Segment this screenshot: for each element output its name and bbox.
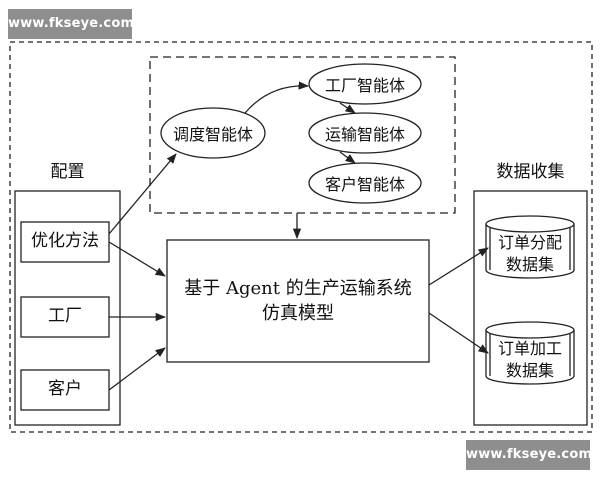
config-panel (14, 190, 121, 426)
model-title-line2: 仿真模型 (262, 303, 334, 324)
db1-line2: 数据集 (505, 255, 554, 274)
outer-dashed-frame (9, 41, 593, 433)
agent-group-frame (149, 56, 456, 214)
arrow-optimization-to-model (108, 241, 166, 277)
watermark-top: www.fkseye.com (8, 9, 134, 39)
config-item-customer: 客户 (48, 379, 82, 400)
db2-line2: 数据集 (505, 361, 554, 380)
transport-agent-ellipse (308, 112, 422, 154)
db1-label: 订单分配 数据集 (486, 232, 574, 276)
model-label: 基于 Agent 的生产运输系统 仿真模型 (167, 240, 429, 362)
db1-line1: 订单分配 (497, 233, 562, 253)
db2-cylinder (485, 321, 575, 385)
arrow-model-to-db2 (428, 312, 489, 354)
config-item-optimization: 优化方法 (31, 231, 99, 252)
dispatch-agent: 调度智能体 (172, 125, 253, 144)
arrow-transport-to-customer (339, 151, 356, 164)
transport-agent: 运输智能体 (324, 125, 405, 144)
db1-cylinder (485, 215, 575, 279)
arrow-factory-to-transport (339, 102, 356, 114)
db2-label: 订单加工 数据集 (486, 338, 574, 382)
config-item-optimization-box (20, 221, 110, 263)
watermark-bottom: www.fkseye.com (466, 440, 592, 470)
dispatch-agent-ellipse (160, 107, 266, 159)
collection-panel (473, 190, 588, 426)
config-item-factory: 工厂 (48, 306, 82, 327)
factory-agent: 工厂智能体 (324, 76, 405, 95)
model-box (166, 239, 430, 363)
customer-agent: 客户智能体 (324, 175, 405, 194)
customer-agent-ellipse (308, 162, 422, 204)
arrow-model-to-db1 (428, 247, 489, 286)
arrow-optimization-to-dispatch (108, 153, 177, 235)
db2-line1: 订单加工 (497, 339, 562, 359)
config-item-factory-box (20, 296, 110, 338)
arrow-customer-to-model (108, 347, 166, 391)
model-title-line1: 基于 Agent 的生产运输系统 (184, 277, 412, 299)
collection-title: 数据收集 (496, 162, 565, 182)
config-title: 配置 (50, 162, 85, 182)
arrow-dispatch-to-factory (244, 81, 310, 114)
